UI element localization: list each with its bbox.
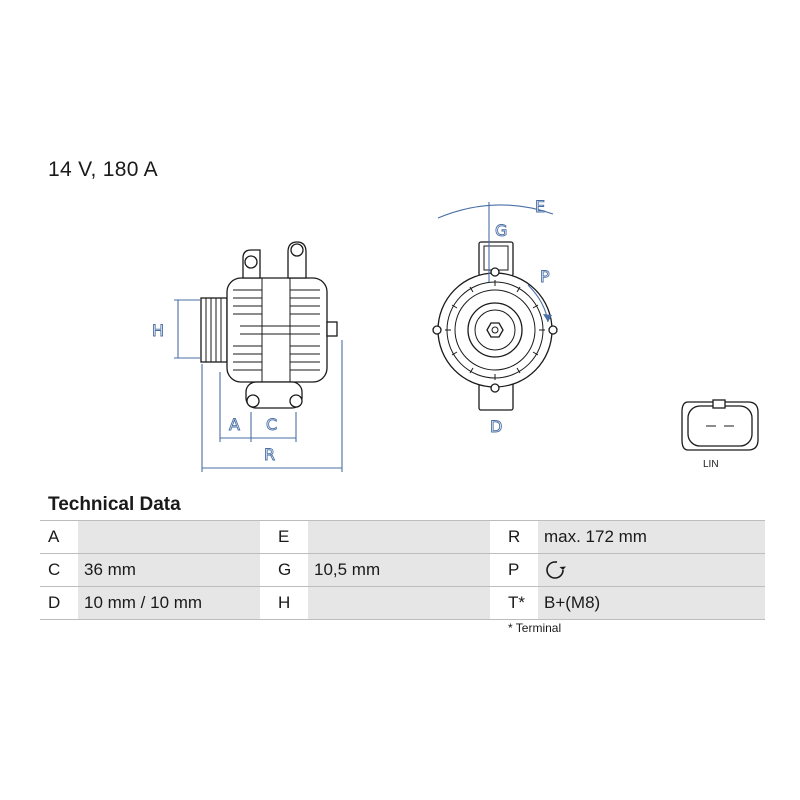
spec-key: R [500, 520, 538, 554]
dimension-label-e: E [535, 197, 545, 216]
spec-key: C [40, 553, 78, 587]
spec-key: P [500, 553, 538, 587]
terminal-footnote: * Terminal [508, 621, 562, 635]
front-vent-slots [445, 280, 545, 380]
dimension-label-p: P [540, 267, 550, 286]
dimension-label-h: H [152, 321, 164, 340]
dimension-label-c: C [266, 415, 277, 434]
cooling-fins [233, 278, 320, 382]
dimension-label-r: R [264, 445, 275, 464]
lin-connector: LIN [681, 399, 759, 470]
dimension-label-d: D [490, 417, 502, 436]
voltage-current-rating: 14 V, 180 A [48, 158, 158, 181]
spec-key: T* [500, 586, 538, 620]
table-row: D 10 mm / 10 mm H T* B+(M8) [40, 586, 765, 620]
spec-key: H [270, 586, 308, 620]
side-view-dimensions: H A C R [152, 299, 343, 472]
spec-value [78, 520, 260, 554]
dimension-label-g: G [495, 221, 507, 240]
spec-value [308, 586, 490, 620]
alternator-front-view [432, 241, 558, 411]
table-row: C 36 mm G 10,5 mm P [40, 553, 765, 587]
spec-value [308, 520, 490, 554]
spec-key: G [270, 553, 308, 587]
spec-value: 36 mm [78, 553, 260, 587]
table-row: A E R max. 172 mm [40, 520, 765, 554]
spec-key: A [40, 520, 78, 554]
technical-data-table: A E R max. 172 mm C 36 mm G 10,5 mm P D … [40, 520, 765, 620]
spec-key: E [270, 520, 308, 554]
clockwise-rotation-icon [546, 561, 566, 579]
alternator-drawing: H A C R [152, 197, 759, 472]
front-view-dimensions: G E P D [437, 197, 554, 436]
dimension-label-a: A [229, 415, 240, 434]
spec-value-rotation [538, 553, 765, 587]
spec-value: max. 172 mm [538, 520, 765, 554]
spec-key: D [40, 586, 78, 620]
spec-value: 10,5 mm [308, 553, 490, 587]
spec-value: B+(M8) [538, 586, 765, 620]
spec-value: 10 mm / 10 mm [78, 586, 260, 620]
alternator-side-view [200, 241, 338, 409]
technical-data-title: Technical Data [48, 494, 181, 515]
connector-label: LIN [703, 459, 719, 470]
